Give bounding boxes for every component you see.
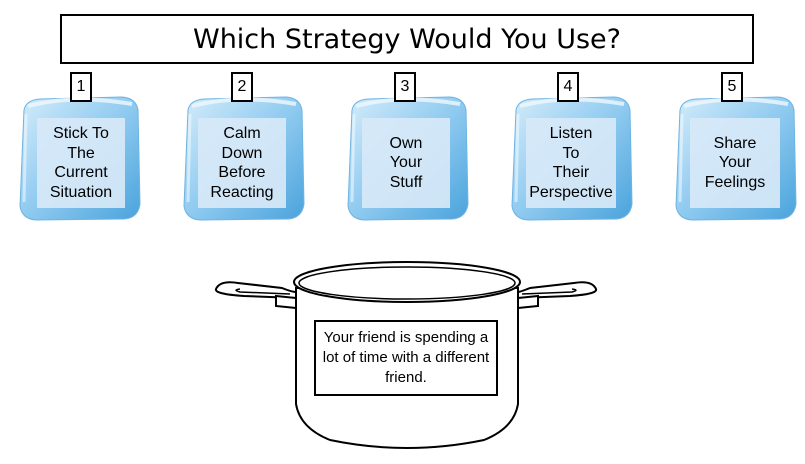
- strategy-number: 5: [721, 72, 743, 102]
- strategy-label: Calm Down Before Reacting: [210, 125, 274, 201]
- strategy-card-2[interactable]: Calm Down Before Reacting: [198, 118, 286, 208]
- strategy-label: Share Your Feelings: [704, 134, 766, 191]
- strategy-label: Stick To The Current Situation: [49, 125, 113, 201]
- strategy-label: Listen To Their Perspective: [529, 125, 613, 201]
- title-box: Which Strategy Would You Use?: [60, 14, 754, 64]
- scenario-text: Your friend is spending a lot of time wi…: [322, 329, 490, 386]
- strategy-number: 1: [70, 72, 92, 102]
- strategy-card-3[interactable]: Own Your Stuff: [362, 118, 450, 208]
- strategy-card-5[interactable]: Share Your Feelings: [690, 118, 780, 208]
- strategy-number: 2: [231, 72, 253, 102]
- strategy-number: 4: [557, 72, 579, 102]
- strategy-number: 3: [394, 72, 416, 102]
- scenario-box: Your friend is spending a lot of time wi…: [314, 320, 498, 396]
- strategy-card-1[interactable]: Stick To The Current Situation: [37, 118, 125, 208]
- page-title: Which Strategy Would You Use?: [193, 23, 621, 55]
- strategy-card-4[interactable]: Listen To Their Perspective: [526, 118, 616, 208]
- strategy-label: Own Your Stuff: [389, 134, 423, 191]
